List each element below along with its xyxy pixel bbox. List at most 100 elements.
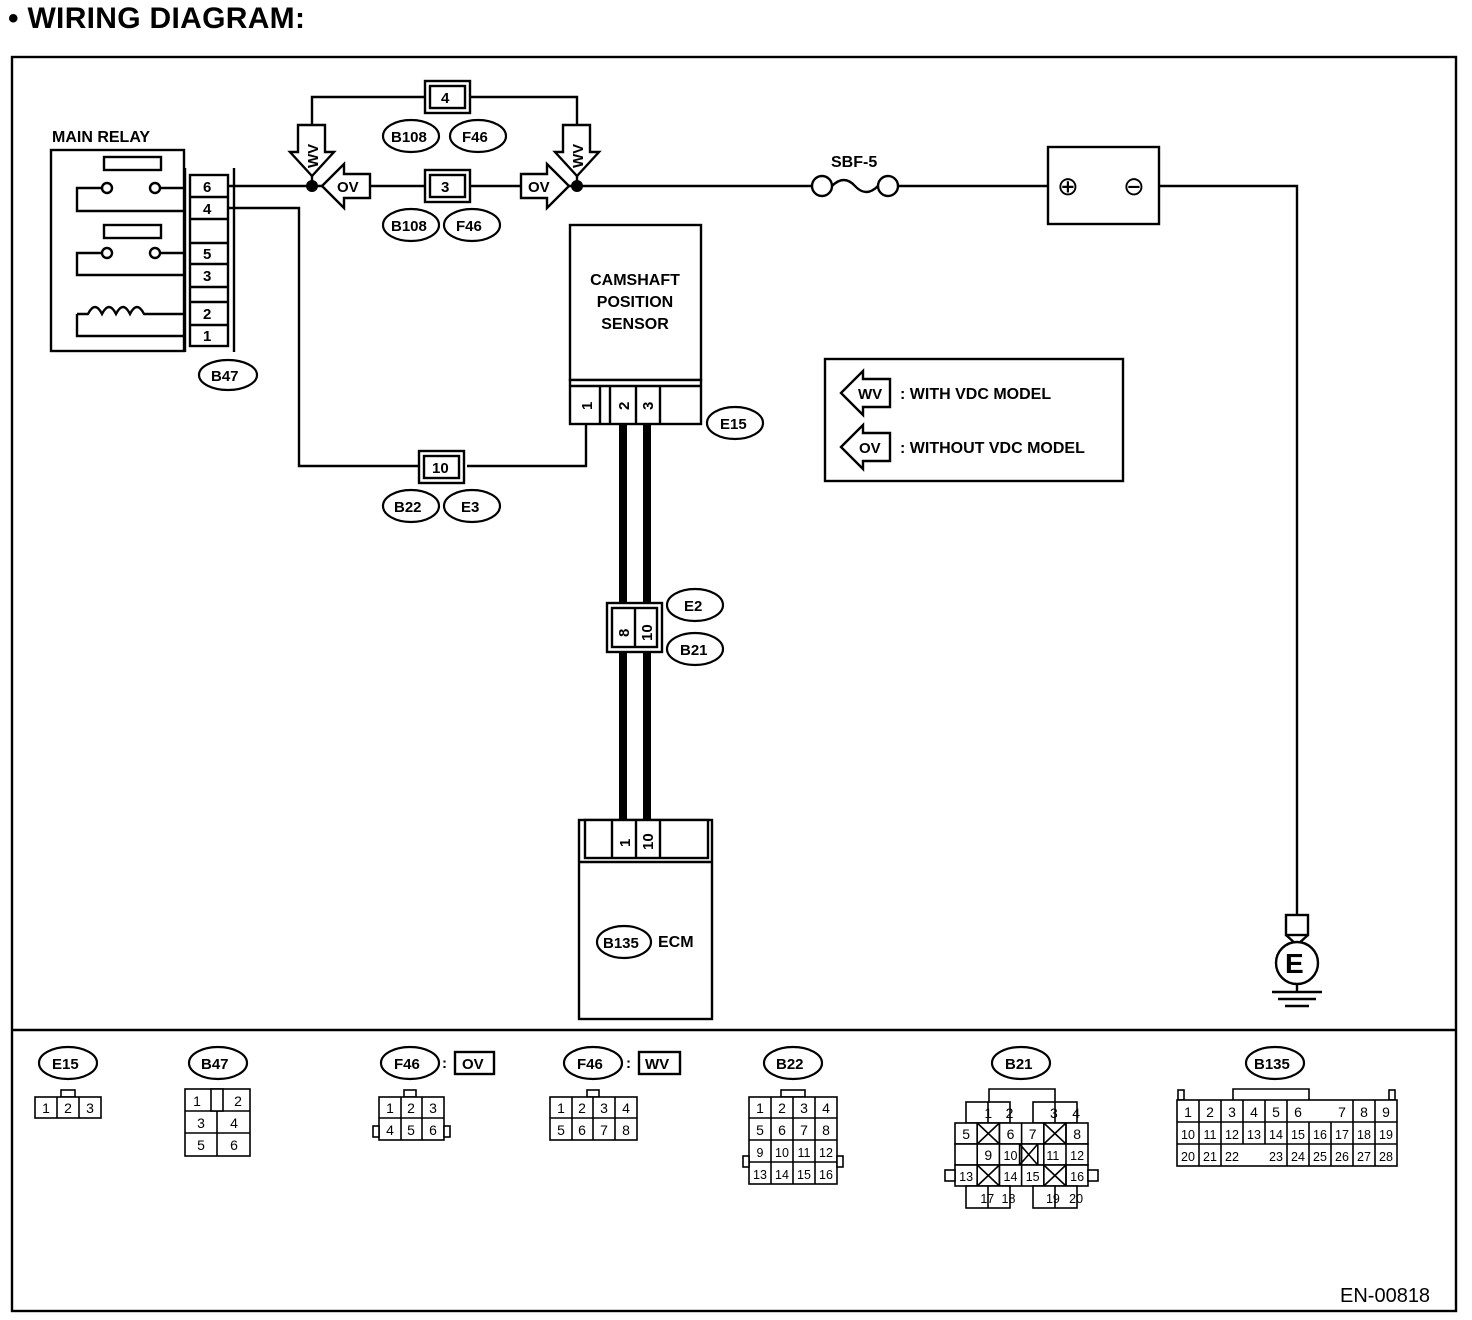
pin-cell: 10 [775, 1146, 789, 1160]
junction-bottom: 10 [417, 449, 466, 485]
relay-pin: 1 [203, 328, 211, 345]
harness-connector [605, 601, 664, 654]
colon: : [626, 1055, 631, 1072]
connector-view-tag-b21 [990, 1045, 1052, 1081]
wv-arrow-icon [839, 368, 892, 418]
relay-coil-icon [75, 305, 184, 338]
unused-pin-cell [1043, 1164, 1067, 1187]
svg-text:3: 3 [441, 179, 449, 196]
pin-cell: 1 [984, 1105, 992, 1121]
document-code: EN-00818 [1340, 1285, 1430, 1307]
pin-cell: 1 [386, 1100, 394, 1116]
wv-arrow-icon: WV [552, 123, 602, 178]
ecm-module [577, 818, 714, 1021]
battery-plus: ⊕ [1057, 171, 1079, 201]
colon: : [442, 1055, 447, 1072]
ov-tag: OV [462, 1056, 484, 1073]
main-relay-title: MAIN RELAY [52, 129, 150, 146]
connector-view-name: B135 [1254, 1056, 1290, 1073]
connector-view-name: E15 [52, 1056, 79, 1073]
pin-cell: 2 [778, 1100, 786, 1116]
connector-tag-label: F46 [462, 129, 488, 146]
sensor-pin: 2 [616, 402, 633, 410]
pin-cell: 2 [1006, 1105, 1014, 1121]
ground-icon [1272, 913, 1322, 1008]
unused-pin-cell [1043, 1122, 1067, 1145]
ov-arrow-icon: OV [320, 161, 372, 211]
svg-text:OV: OV [528, 179, 550, 196]
connector-tag-label: B21 [680, 642, 708, 659]
wv-tag: WV [645, 1056, 669, 1073]
pin-cell: 9 [757, 1146, 764, 1160]
pin-cell: 6 [1294, 1104, 1302, 1120]
pin-cell: 3 [600, 1100, 608, 1116]
pin-cell: 4 [622, 1100, 630, 1116]
connector-tag-label: E2 [684, 598, 702, 615]
pin-cell: 11 [1204, 1128, 1217, 1142]
sensor-line: POSITION [597, 294, 673, 311]
pin-cell: 7 [1029, 1126, 1037, 1142]
connector-view-b22 [742, 1089, 844, 1185]
unused-pin-cell [1018, 1143, 1039, 1166]
connector-view-name: F46 [394, 1056, 420, 1073]
connector-view-f46-ov [372, 1089, 451, 1141]
splice-dot [571, 180, 583, 192]
relay-pin: 5 [203, 246, 211, 263]
connector-tag-e15 [705, 405, 765, 441]
splice-dot [306, 180, 318, 192]
pin-cell: 1 [1184, 1104, 1192, 1120]
pin-cell: 9 [984, 1147, 992, 1163]
pin-cell: 1 [193, 1093, 201, 1109]
unused-pin-cell [976, 1164, 1001, 1187]
battery-minus: ⊖ [1123, 171, 1145, 201]
pin-cell: 8 [1073, 1126, 1081, 1142]
connector-tag-label: B108 [391, 129, 427, 146]
pin-cell: 2 [407, 1100, 415, 1116]
pin-cell: 8 [1360, 1104, 1368, 1120]
connector-view-name: B22 [776, 1056, 804, 1073]
pin-cell: 16 [1070, 1170, 1084, 1184]
pin-cell: 23 [1269, 1150, 1283, 1164]
pin-cell: 20 [1069, 1192, 1083, 1206]
pin-cell: 26 [1335, 1150, 1349, 1164]
relay-pin: 4 [203, 201, 212, 218]
fuse-icon [810, 174, 900, 198]
pin-cell: 22 [1225, 1150, 1239, 1164]
pin-cell: 3 [1228, 1104, 1236, 1120]
battery-icon [1046, 145, 1161, 226]
pin-cell: 5 [1272, 1104, 1280, 1120]
pin-cell: 6 [578, 1122, 586, 1138]
pin-cell: 18 [1357, 1128, 1371, 1142]
pin-cell: 12 [1070, 1149, 1084, 1163]
main-relay: 6 4 5 3 2 1 [49, 148, 236, 353]
pin-cell: 10 [1181, 1128, 1195, 1142]
connector-view-name: B47 [201, 1056, 229, 1073]
connector-view-tag-f46 [562, 1045, 624, 1081]
connector-tag-b108 [381, 207, 441, 243]
pin-cell: 3 [429, 1100, 437, 1116]
junction-top: 4 [423, 79, 472, 115]
pin-cell: 27 [1357, 1150, 1371, 1164]
svg-text:WV: WV [570, 144, 587, 168]
pin-cell: 8 [622, 1122, 630, 1138]
connector-tag-label: B108 [391, 218, 427, 235]
pin-cell: 5 [557, 1122, 565, 1138]
connector-view-tag-f46 [379, 1045, 441, 1081]
pin-cell: 5 [756, 1122, 764, 1138]
pin-cell: 13 [753, 1168, 767, 1182]
pin-cell: 9 [1382, 1104, 1390, 1120]
pin-cell: 18 [1002, 1192, 1016, 1206]
connector-view-f46-wv [549, 1089, 638, 1141]
legend-ov-text: : WITHOUT VDC MODEL [900, 440, 1085, 457]
fuse-label: SBF-5 [831, 154, 877, 171]
pin-cell: 3 [86, 1100, 94, 1116]
pin-cell: 20 [1181, 1150, 1195, 1164]
harness-pin: 10 [639, 624, 656, 641]
ecm-pin: 1 [617, 839, 634, 847]
pin-cell: 15 [1026, 1170, 1040, 1184]
wire-ground [1159, 184, 1299, 915]
connector-view-name: F46 [577, 1056, 603, 1073]
svg-text:10: 10 [432, 460, 449, 477]
pin-cell: 3 [800, 1100, 808, 1116]
